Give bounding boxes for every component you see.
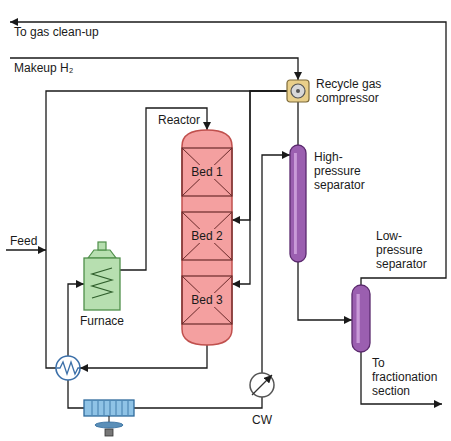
stream-label: CW <box>252 413 272 427</box>
stream-label: Feed <box>10 234 37 248</box>
vessel-highlight <box>294 153 297 254</box>
air-cooler <box>84 400 134 436</box>
equipment-label: Reactor <box>158 113 200 127</box>
equipment-label: Low-pressure separator <box>376 229 438 271</box>
process-stream <box>46 91 287 368</box>
bed-label: Bed 3 <box>189 293 224 307</box>
bed-cross <box>182 276 232 324</box>
catalyst-bed: Bed 3 <box>182 276 232 324</box>
bed-outline <box>182 148 232 196</box>
process-stream <box>297 102 298 145</box>
furnace-coil <box>92 268 112 298</box>
compressor-body <box>287 80 309 102</box>
compressor-wheel <box>291 84 305 98</box>
fan-motor <box>105 429 113 436</box>
cooler-shell <box>250 373 274 397</box>
fan-blades <box>95 422 123 428</box>
catalyst-bed: Bed 1 <box>182 148 232 196</box>
equipment-label: High-pressure separator <box>314 150 374 192</box>
furnace: Furnace <box>84 258 120 310</box>
stream-label: To fractionation section <box>372 356 444 398</box>
shape-outline <box>287 80 309 102</box>
shape-outline <box>84 258 120 310</box>
makeup-line <box>10 58 298 80</box>
compressor: Recycle gas compressor <box>287 80 309 102</box>
air-cooler-tubes <box>92 401 128 415</box>
stream-label: To gas clean-up <box>14 25 99 39</box>
shape-outline <box>290 145 306 262</box>
reactor-vessel: Bed 1Bed 2Bed 3Reactor <box>182 130 232 345</box>
exchanger-coil <box>57 362 80 374</box>
bed-outline <box>182 276 232 324</box>
process-stream <box>68 155 290 408</box>
vessel-shell <box>352 285 370 352</box>
vessel-shell <box>290 145 306 262</box>
cooling-water-arrow <box>252 375 272 395</box>
furnace-box <box>84 258 120 310</box>
vessel-highlight <box>357 294 360 343</box>
separator-vessel: Low-pressure separator <box>352 285 370 352</box>
bed-cross <box>182 212 232 260</box>
shape-outline <box>352 285 370 352</box>
bed-label: Bed 1 <box>189 165 224 179</box>
equipment-label: Furnace <box>80 314 124 328</box>
furnace-hood <box>88 250 116 258</box>
process-stream <box>298 262 352 320</box>
stream-label: Makeup H₂ <box>14 61 73 75</box>
reactor-shell <box>182 130 232 345</box>
separator-vessel: High-pressure separator <box>290 145 306 262</box>
furnace-stack <box>98 242 106 250</box>
air-cooler-bundle <box>84 400 134 416</box>
catalyst-bed: Bed 2 <box>182 212 232 260</box>
bed-label: Bed 2 <box>189 229 224 243</box>
exchanger-shell <box>56 356 80 380</box>
bed-cross <box>182 148 232 196</box>
compressor-hub <box>296 89 300 93</box>
process-stream <box>232 91 287 284</box>
equipment-label: Recycle gas compressor <box>316 77 392 105</box>
bed-outline <box>182 212 232 260</box>
flow-arrowhead <box>80 364 88 372</box>
water-cooler <box>250 373 274 397</box>
heat-exchanger <box>56 356 88 380</box>
feed-line <box>6 249 46 250</box>
